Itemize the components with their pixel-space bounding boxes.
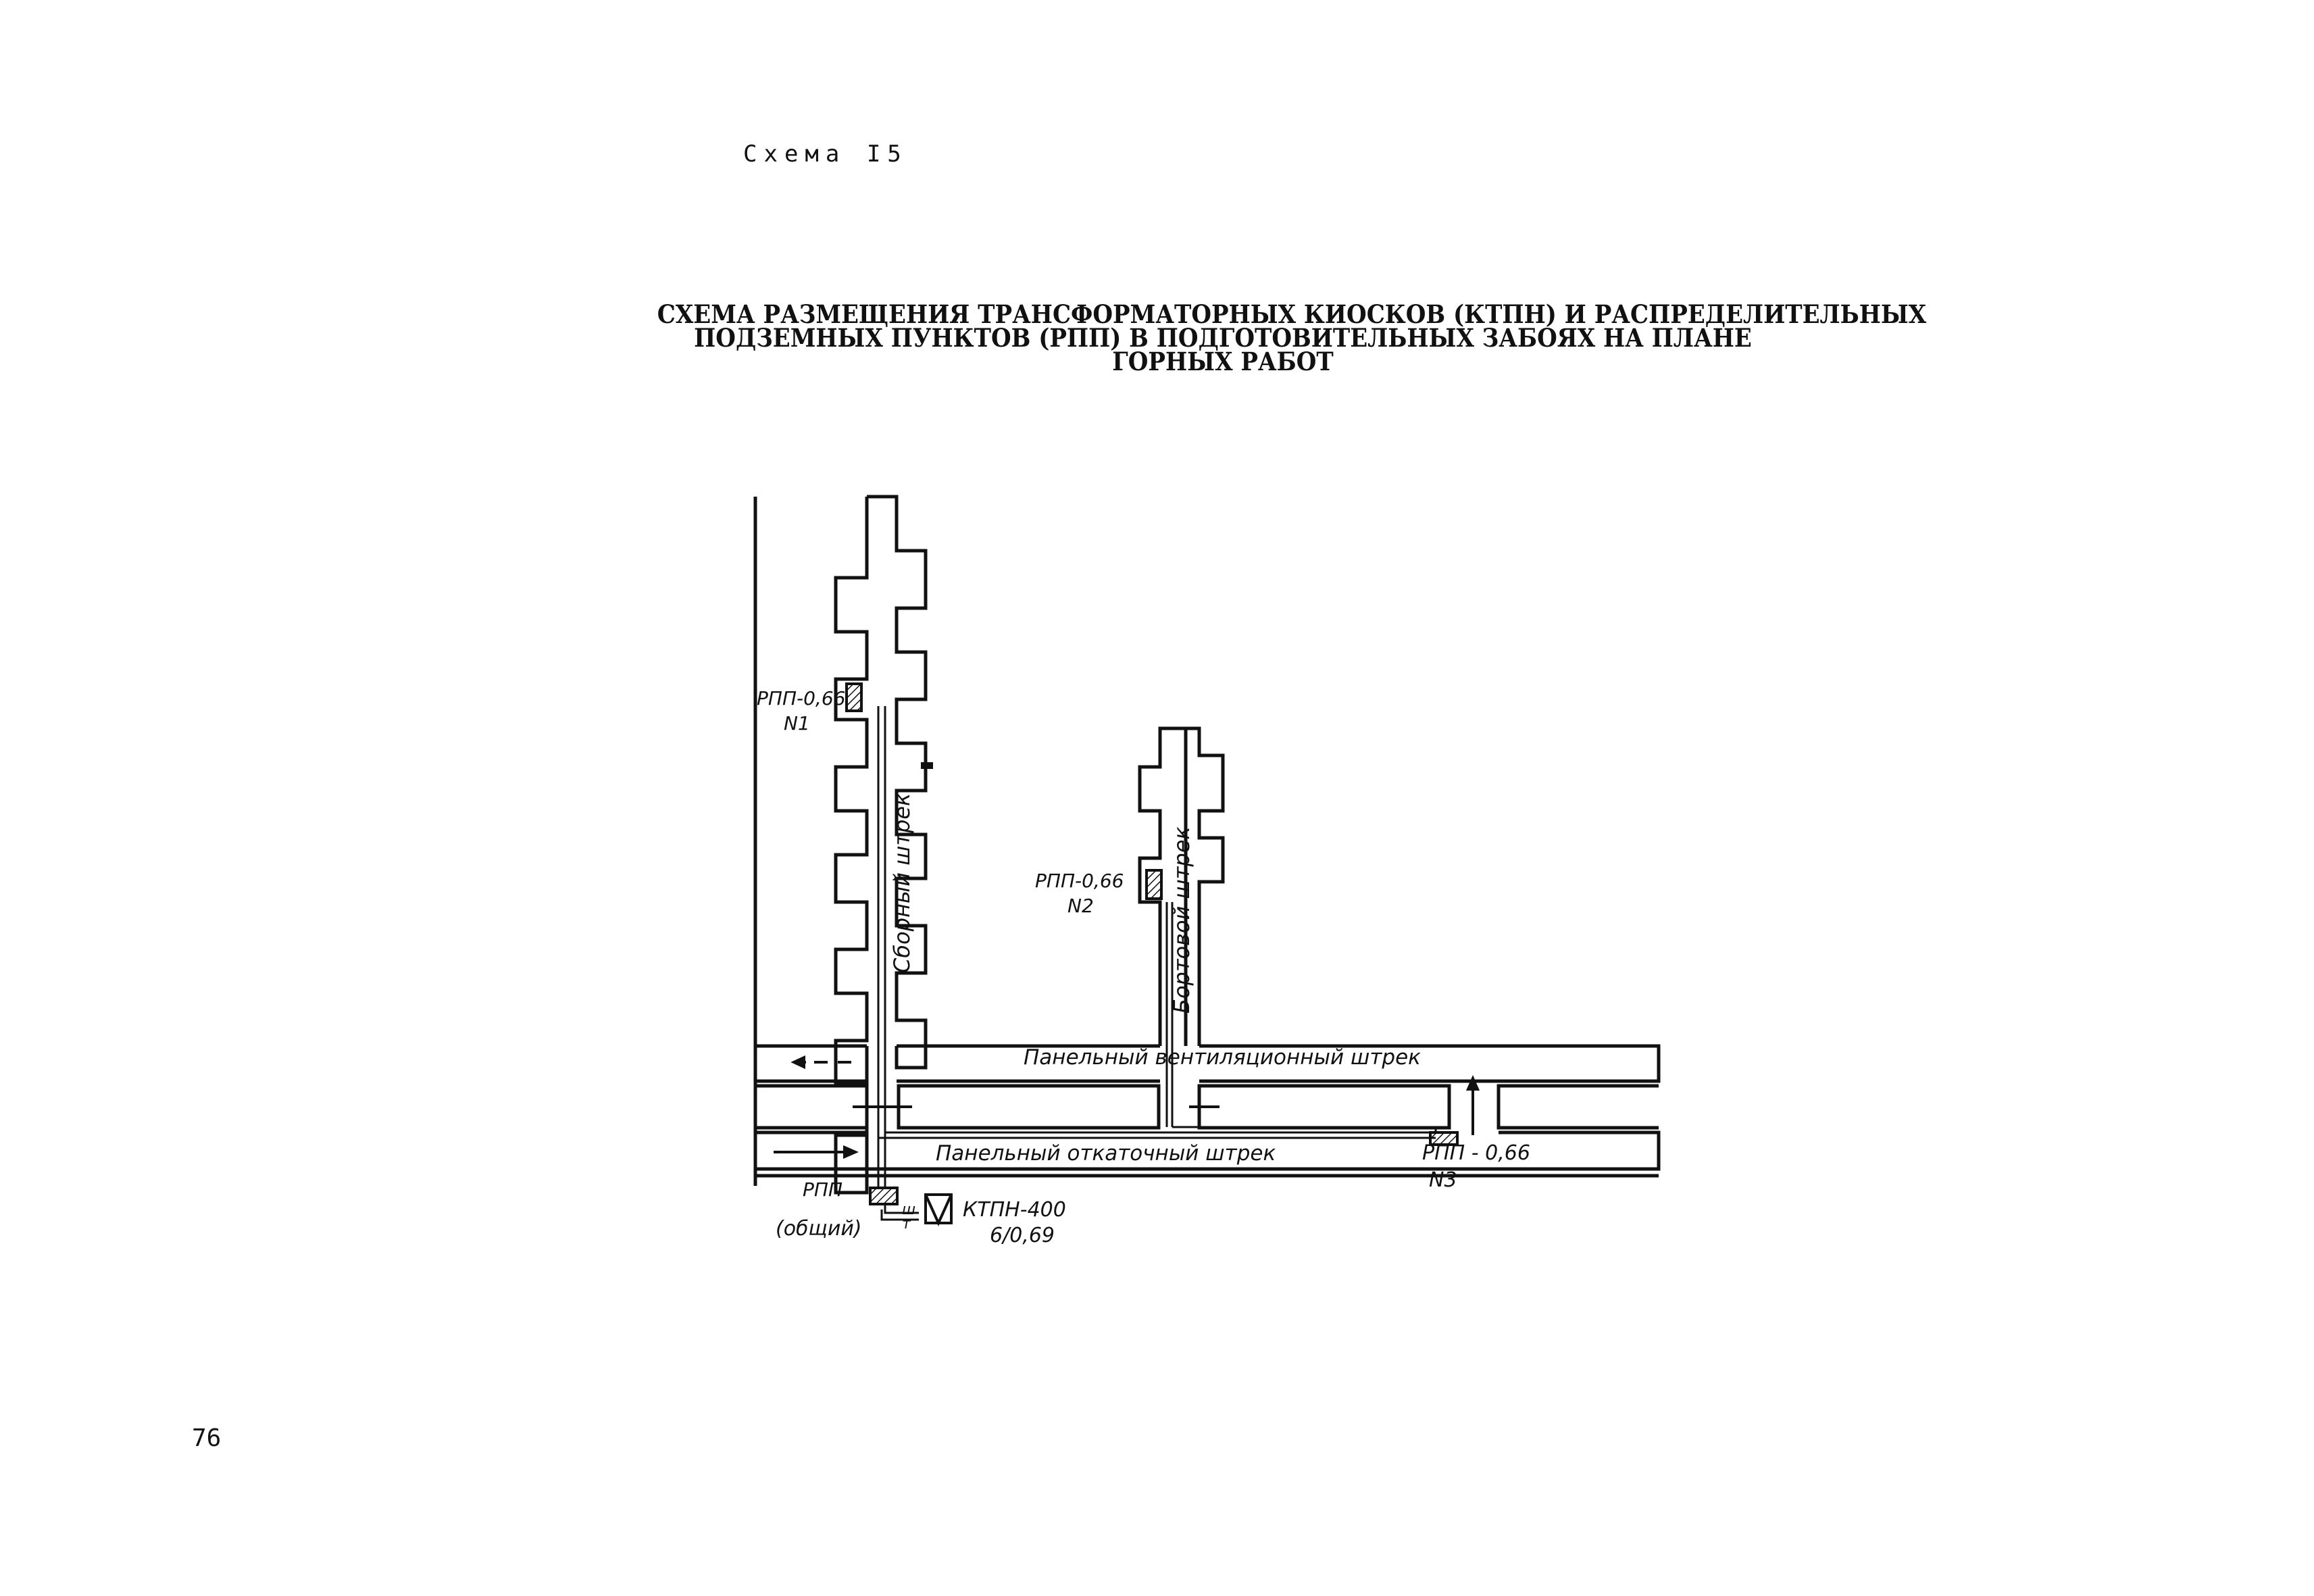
small-mark (921, 762, 933, 769)
pillar-block-mid (897, 1084, 1161, 1130)
vent-flow-arrow-head (790, 1055, 805, 1070)
rpp2-box (1145, 869, 1163, 900)
pillar-block-left (753, 1084, 869, 1130)
page-title: СХЕМА РАЗМЕЩЕНИЯ ТРАНСФОРМАТОРНЫХ КИОСКО… (657, 299, 1927, 376)
vent-drift-top-wall (755, 1044, 1661, 1083)
rpp-common-box (869, 1187, 899, 1205)
rpp1-box (845, 682, 863, 712)
vent-drift-label: Панельный вентиляционный штрек (1024, 1045, 1421, 1070)
haul-flow-arrow-head (843, 1145, 859, 1159)
switch-top-label: ш (902, 1201, 915, 1218)
cable-to-rpp2 (1165, 902, 1174, 1127)
ktpn-label: КТПН-400 (963, 1198, 1066, 1222)
haul-drift-label: Панельный откаточный штрек (936, 1141, 1276, 1166)
side-drift-right-wall (1186, 726, 1225, 1046)
rpp1-number: N1 (784, 712, 810, 734)
collect-drift-label: Сборный штрек (889, 793, 915, 973)
rpp3-label: РПП - 0,66 (1422, 1141, 1530, 1165)
rpp2-number: N2 (1067, 895, 1094, 917)
haul-drift-top-wall (755, 1130, 1661, 1171)
fresh-air-arrow-head (1465, 1075, 1480, 1091)
rpp3-number: N3 (1429, 1168, 1457, 1192)
title-line-3: ГОРНЫХ РАБОТ (1112, 347, 1334, 376)
pillar-block-far-right (1496, 1084, 1659, 1130)
cable-to-rpp1 (877, 706, 886, 1189)
ktpn-symbol (924, 1194, 953, 1226)
rpp-common-label: РПП (803, 1178, 842, 1201)
ktpn-ratio: 6/0,69 (990, 1224, 1055, 1247)
switch-bottom-label: т (902, 1216, 911, 1232)
collect-drift-right-wall (867, 495, 928, 1070)
rpp1-label: РПП-0,66 (757, 687, 845, 709)
side-drift-left-wall (1138, 726, 1188, 1046)
collect-drift-left-wall (834, 497, 869, 1195)
rpp-common-sub: (общий) (776, 1217, 862, 1241)
title-line-2: ПОДЗЕМНЫХ ПУНКТОВ (РПП) В ПОДГОТОВИТЕЛЬН… (694, 323, 1752, 353)
cable-to-rpp3 (878, 1126, 1437, 1139)
ktpn-box (924, 1193, 953, 1224)
rpp3-box (1429, 1131, 1459, 1146)
cable-to-ktpn (880, 1203, 919, 1221)
rpp2-label: РПП-0,66 (1035, 870, 1124, 892)
side-drift-label: Бортовой штрек (1169, 826, 1194, 1014)
title-line-1: СХЕМА РАЗМЕЩЕНИЯ ТРАНСФОРМАТОРНЫХ КИОСКО… (657, 299, 1927, 329)
page-number: 76 (192, 1424, 222, 1452)
scheme-number: Схема I5 (743, 141, 908, 168)
pillar-block-right (1197, 1084, 1451, 1130)
